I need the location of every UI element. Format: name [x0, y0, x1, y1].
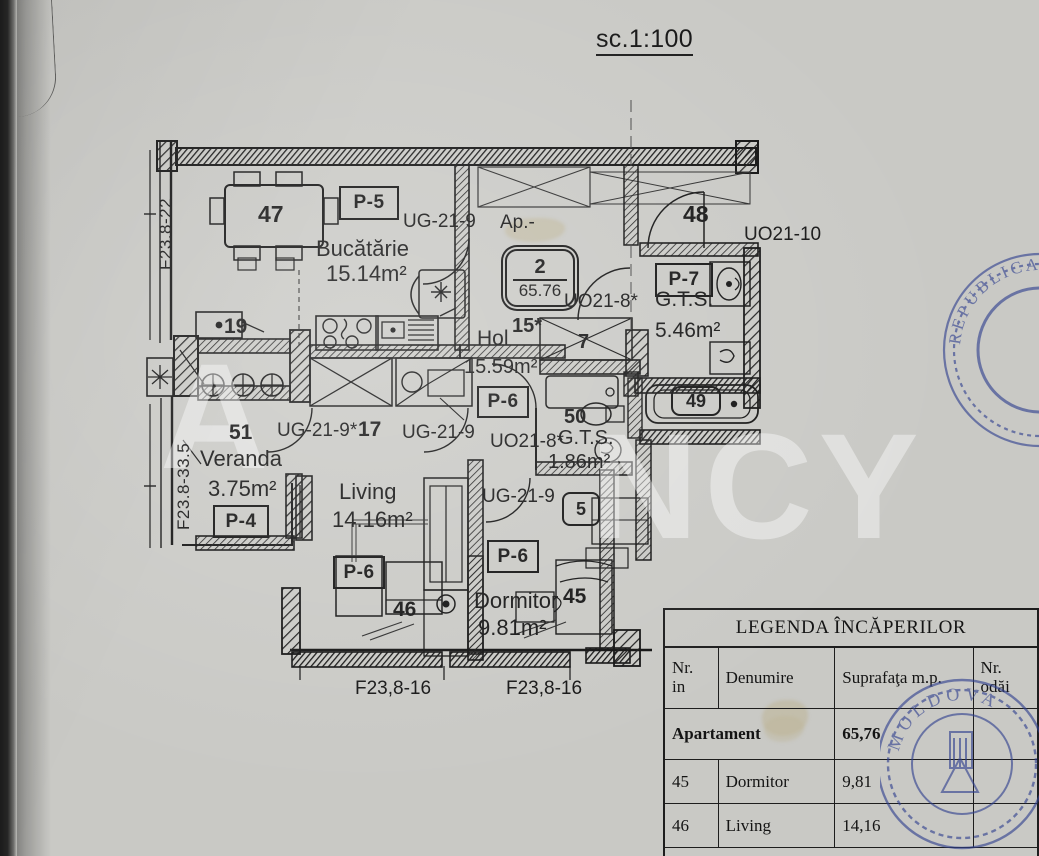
room-area-gts-small: 1.86m²: [548, 451, 611, 473]
room-label-living: Living: [339, 479, 397, 504]
legend-row-area: 9,81: [834, 759, 974, 804]
legend-row-nr: 45: [665, 759, 719, 804]
room-number-47: 47: [258, 201, 284, 227]
ink-smudge-1: [505, 218, 565, 242]
room-number-48: 48: [683, 201, 709, 227]
room-number-49: 49: [671, 386, 721, 416]
apartment-area: 65.76: [518, 280, 562, 300]
door-code-p6-hall: P-6: [477, 386, 529, 418]
window-code-uo21-10: UO21-10: [744, 224, 822, 245]
door-code-p7: P-7: [655, 263, 713, 297]
room-label-gts-small: G.T.S.: [558, 427, 614, 449]
room-number-51: 51: [229, 421, 253, 444]
window-code-living-right: UG-21-9: [482, 486, 555, 507]
door-code-p4: P-4: [213, 505, 269, 538]
legend-row-apartment: Apartament 65,76: [665, 708, 1037, 760]
door-code-p6-living-right: P-6: [487, 540, 539, 573]
room-area-gts-right: 5.46m²: [655, 319, 721, 342]
scan-edge-shadow: [0, 0, 17, 856]
room-number-5: 5: [562, 492, 600, 526]
legend-header-nr: Nr. in: [665, 648, 719, 709]
table-row: 45 Dormitor 9,81: [665, 759, 1037, 804]
apartment-number: 2: [534, 256, 546, 279]
legend-header-denumire: Denumire: [718, 648, 836, 709]
room-number-17: 17: [358, 418, 382, 441]
legend-header-odai: Nr. odăi: [973, 648, 1037, 709]
dimension-bottom-left: F23,8-16: [355, 678, 432, 699]
scale-title: sc.1:100: [596, 27, 693, 56]
room-number-46: 46: [393, 598, 417, 621]
legend-apartment-odai: [973, 708, 1037, 760]
legend-apartment-label: Apartament: [665, 708, 836, 760]
room-label-gts-right: G.T.S.: [655, 288, 714, 311]
window-code-kitchen: UG-21-9: [403, 211, 476, 232]
room-label-bucatarie: Bucătărie: [316, 236, 409, 261]
room-label-veranda: Veranda: [200, 446, 282, 471]
room-number-7: 7: [578, 331, 590, 353]
legend-table: LEGENDA ÎNCĂPERILOR Nr. in Denumire Supr…: [663, 608, 1039, 856]
room-area-hol: 15.59m²: [464, 356, 538, 378]
legend-grid: Nr. in Denumire Suprafaţa m.p. Nr. odăi …: [665, 648, 1037, 848]
room-area-living: 14.16m²: [332, 507, 413, 532]
apartment-summary-badge: 2 65.76: [505, 249, 575, 307]
legend-row-odai: [973, 803, 1037, 848]
window-code-corridor-mid: UG-21-9: [402, 422, 475, 443]
dimension-left-lower: F23.8-33.5: [174, 442, 193, 530]
room-label-hol: Hol: [477, 327, 509, 350]
window-code-uo21-8-upper: UO21-8*: [564, 291, 638, 312]
room-number-50: 50: [564, 406, 587, 428]
room-number-19: 19: [224, 315, 248, 338]
dimension-left-upper: F23.8-22: [156, 197, 175, 270]
door-code-p6-living-left: P-6: [333, 556, 385, 589]
scan-fold-shadow: [17, 0, 51, 856]
window-code-uo21-8-lower: UO21-8*: [490, 431, 564, 452]
table-row: 46 Living 14,16: [665, 803, 1037, 848]
dimension-bottom-right: F23,8-16: [506, 678, 583, 699]
room-area-veranda: 3.75m²: [208, 476, 277, 501]
legend-row-name: Living: [718, 803, 836, 848]
apartment-prefix-label: Ap.-: [500, 212, 535, 233]
badge-divider: [513, 279, 567, 281]
legend-header-row: Nr. in Denumire Suprafaţa m.p. Nr. odăi: [665, 648, 1037, 709]
legend-title: LEGENDA ÎNCĂPERILOR: [665, 610, 1037, 648]
door-code-p5: P-5: [339, 186, 399, 220]
legend-row-area: 14,16: [834, 803, 974, 848]
room-area-dormitor: 9.81m²: [478, 615, 547, 640]
window-code-corridor-left: UG-21-9*: [277, 420, 358, 441]
legend-row-odai: [973, 759, 1037, 804]
room-label-dormitor: Dormitor: [474, 588, 559, 613]
room-number-45: 45: [563, 585, 587, 608]
legend-apartment-area: 65,76: [834, 708, 974, 760]
legend-row-nr: 46: [665, 803, 719, 848]
legend-row-name: Dormitor: [718, 759, 836, 804]
room-number-15: 15*: [512, 315, 543, 337]
room-area-bucatarie: 15.14m²: [326, 261, 407, 286]
legend-header-suprafata: Suprafaţa m.p.: [834, 648, 974, 709]
